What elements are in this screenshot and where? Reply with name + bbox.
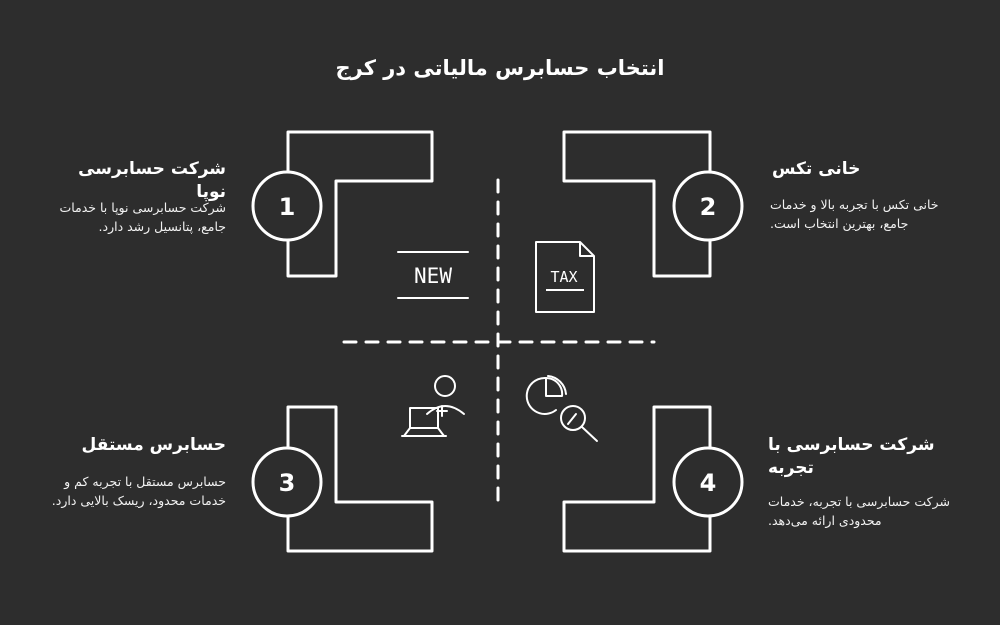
page-title: انتخاب حسابرس مالیاتی در کرج <box>335 56 665 80</box>
number-circle-4: 4 <box>672 446 744 518</box>
quadrant-4-shape <box>562 405 712 553</box>
number-circle-3: 3 <box>251 446 323 518</box>
svg-text:2: 2 <box>700 193 717 221</box>
quadrant-2-description: خانی تکس با تجربه بالا و خدمات جامع، بهت… <box>770 197 939 231</box>
quadrant-3-description: حسابرس مستقل با تجربه کم و خدمات محدود، … <box>51 474 226 508</box>
user-laptop-icon <box>401 375 465 437</box>
quadrant-1-shape <box>286 130 434 278</box>
quadrant-4-heading: شرکت حسابرسی با تجربه <box>768 435 935 478</box>
analysis-magnifier-icon <box>525 375 598 442</box>
svg-text:4: 4 <box>700 469 717 497</box>
new-icon-label: NEW <box>414 264 452 288</box>
tax-document-icon <box>535 241 595 313</box>
quadrant-1-description: شرکت حسابرسی نوپا با خدمات جامع، پتانسیل… <box>59 200 226 234</box>
new-icon <box>397 251 469 299</box>
quadrant-3-shape <box>286 405 434 553</box>
quadrant-2-shape <box>562 130 712 278</box>
quadrant-4-description: شرکت حسابرسی با تجربه، خدمات محدودی ارائ… <box>768 494 950 528</box>
quadrant-2-heading: خانی تکس <box>772 159 861 179</box>
quadrant-3-heading: حسابرس مستقل <box>81 435 226 455</box>
number-circle-2: 2 <box>672 170 744 242</box>
tax-icon-label: TAX <box>550 268 577 286</box>
svg-text:1: 1 <box>279 193 296 221</box>
svg-text:3: 3 <box>279 469 296 497</box>
number-circle-1: 1 <box>251 170 323 242</box>
quadrant-1-heading: شرکت حسابرسی نوپا <box>78 159 226 202</box>
